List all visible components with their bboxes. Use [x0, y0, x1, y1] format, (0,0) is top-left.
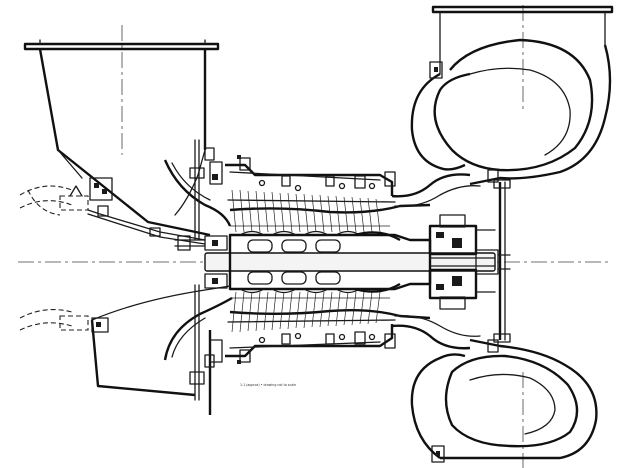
compressor-casing-lower: 1:1 (approx) • drawing not to scale: [209, 309, 431, 387]
inlet-plenum-lower: [90, 284, 233, 415]
blade-rows-lower: [230, 291, 390, 333]
compressor-casing-upper: [209, 155, 431, 214]
discharge-volute-lower: [391, 315, 598, 463]
inlet-plenum-upper: [23, 39, 232, 241]
bearing-housing: [174, 214, 496, 310]
centerlines: [18, 5, 612, 468]
vertical-support-strut: [493, 179, 511, 343]
rotor-shaft: [204, 230, 496, 294]
inlet-ducts-dashed-lower: [19, 309, 109, 333]
drawing-scale-note: 1:1 (approx) • drawing not to scale: [240, 383, 296, 387]
discharge-volute-upper: [391, 5, 614, 207]
inlet-ducts-dashed-upper: [19, 177, 206, 245]
shaft-end-coupling: [475, 249, 511, 275]
blade-rows-upper: [230, 189, 390, 233]
